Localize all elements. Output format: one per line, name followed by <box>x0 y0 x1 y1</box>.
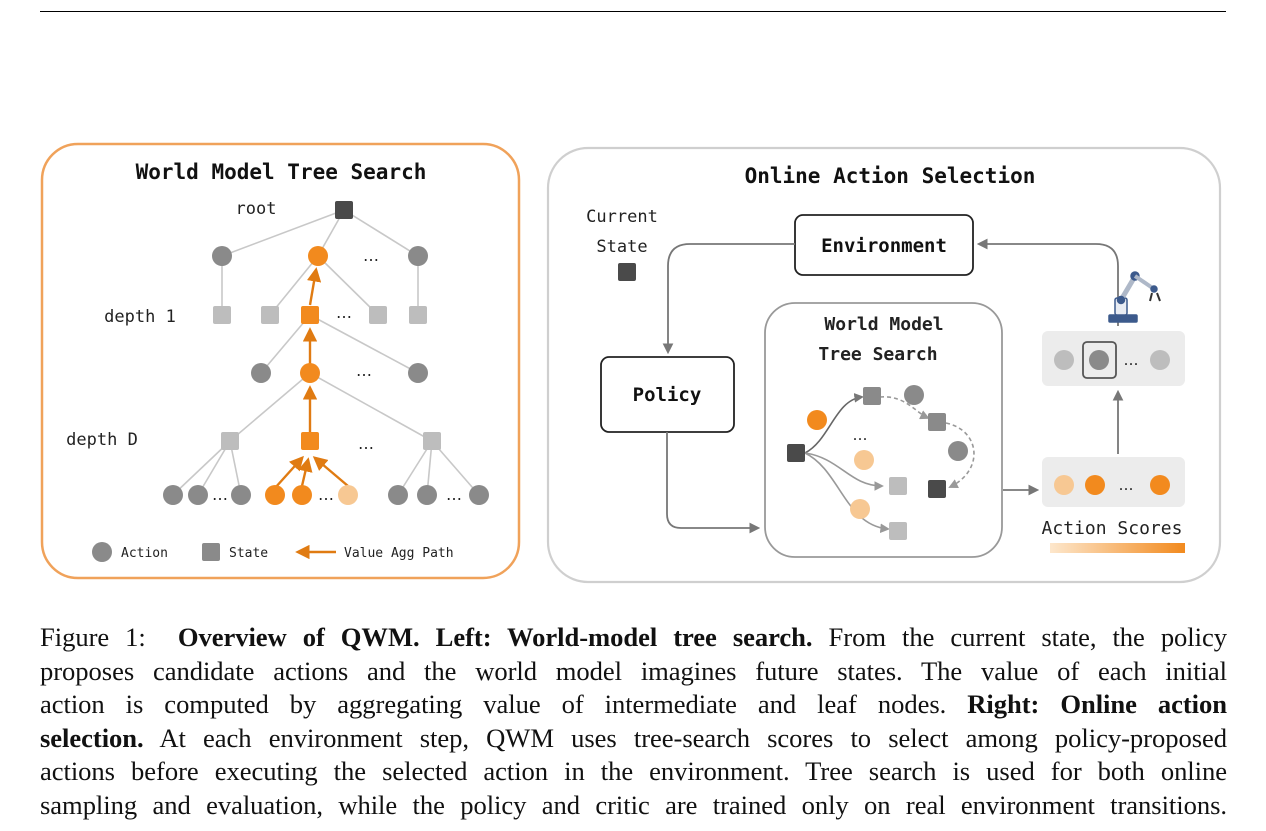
score-orange <box>1150 475 1170 495</box>
inner-wm-title-2: Tree Search <box>818 344 937 365</box>
ellipsis: … <box>212 485 228 504</box>
environment-box <box>794 214 974 276</box>
state-node-selected <box>301 306 319 324</box>
action-node <box>408 246 428 266</box>
wm-action-gray <box>904 385 924 405</box>
action-node <box>212 246 232 266</box>
ellipsis: … <box>853 426 868 444</box>
score-gradient-bar <box>1050 543 1185 553</box>
flow-arrows <box>662 238 1124 534</box>
inner-wm-box <box>764 302 1003 558</box>
action-node <box>251 363 271 383</box>
action-leaf <box>163 485 183 505</box>
figure-label: Figure 1: <box>40 622 146 652</box>
action-leaf-orange <box>265 485 285 505</box>
selected-actions-box <box>1042 331 1185 386</box>
caption-line-4: At each environment step, QWM uses tree-… <box>159 722 1227 753</box>
wm-state-node <box>889 477 907 495</box>
wm-state-node <box>863 387 881 405</box>
ellipsis: … <box>363 246 379 265</box>
score-light <box>1054 475 1074 495</box>
caption-line-6: sampling and evaluation, while the polic… <box>40 789 1227 820</box>
wm-state-node <box>889 522 907 540</box>
current-state-label-2: State <box>596 237 647 257</box>
right-panel-title: Online Action Selection <box>745 164 1036 188</box>
ellipsis: … <box>1119 476 1134 494</box>
left-panel-title: World Model Tree Search <box>136 160 427 184</box>
action-leaf-light <box>338 485 358 505</box>
root-label: root <box>236 199 277 219</box>
state-node <box>423 432 441 450</box>
inner-tree-edges <box>804 393 975 534</box>
state-node <box>409 306 427 324</box>
ellipsis: … <box>358 434 374 453</box>
figure: World Model Tree Search root … depth <box>40 142 1222 584</box>
caption-bold-1: Overview of QWM. Left: World-model tree … <box>177 622 813 652</box>
candidate-action <box>1150 350 1170 370</box>
action-leaf <box>417 485 437 505</box>
current-state-node <box>618 263 636 281</box>
wm-state-node <box>928 413 946 431</box>
caption-bold-2: Right: Online action <box>967 689 1228 719</box>
wm-action-light <box>854 450 874 470</box>
ellipsis: … <box>336 303 352 322</box>
score-orange <box>1085 475 1105 495</box>
action-leaf <box>188 485 208 505</box>
wm-action-light <box>850 499 870 519</box>
wm-action-gray <box>948 441 968 461</box>
action-scores-label: Action Scores <box>1042 518 1183 539</box>
legend-state-icon <box>202 543 220 561</box>
wm-action-orange <box>807 410 827 430</box>
current-state-label-1: Current <box>586 207 658 227</box>
caption-line-5: actions before executing the selected ac… <box>40 756 1227 786</box>
action-node-selected <box>300 363 320 383</box>
state-node <box>213 306 231 324</box>
depth1-label: depth 1 <box>104 307 176 327</box>
robot-arm-icon <box>1108 271 1161 323</box>
ellipsis: … <box>1124 351 1139 369</box>
legend-state-label: State <box>229 546 268 561</box>
value-agg-path <box>274 267 349 489</box>
selected-action <box>1089 350 1109 370</box>
action-node <box>408 363 428 383</box>
depthD-label: depth D <box>66 430 138 450</box>
ellipsis: … <box>356 361 372 380</box>
ellipsis: … <box>318 485 334 504</box>
action-leaf-orange <box>292 485 312 505</box>
policy-label: Policy <box>633 384 702 406</box>
environment-label: Environment <box>821 235 947 257</box>
action-scores-box <box>1042 457 1185 507</box>
inner-wm-title-1: World Model <box>824 314 943 335</box>
top-rule <box>40 11 1226 12</box>
legend-action-icon <box>92 542 112 562</box>
action-leaf <box>231 485 251 505</box>
action-leaf <box>388 485 408 505</box>
ellipsis: … <box>446 485 462 504</box>
state-node <box>221 432 239 450</box>
wm-state-node <box>928 480 946 498</box>
caption-line-3: action is computed by aggregating value … <box>40 689 947 719</box>
action-node-selected <box>308 246 328 266</box>
legend-action-label: Action <box>121 546 168 561</box>
state-node-selected <box>301 432 319 450</box>
selected-action-frame <box>1082 341 1117 379</box>
state-node <box>261 306 279 324</box>
candidate-action <box>1054 350 1074 370</box>
caption-line-2: proposes candidate actions and the world… <box>40 655 1227 686</box>
figure-caption: Figure 1: Overview of QWM. Left: World-m… <box>40 621 1227 822</box>
root-state <box>335 201 353 219</box>
action-leaf <box>469 485 489 505</box>
caption-text-1: From the current state, the policy <box>828 622 1228 652</box>
state-node <box>369 306 387 324</box>
left-panel-frame <box>40 142 521 580</box>
caption-bold-3: selection. <box>40 722 144 753</box>
legend-path-label: Value Agg Path <box>344 546 454 561</box>
wm-start-state <box>787 444 805 462</box>
